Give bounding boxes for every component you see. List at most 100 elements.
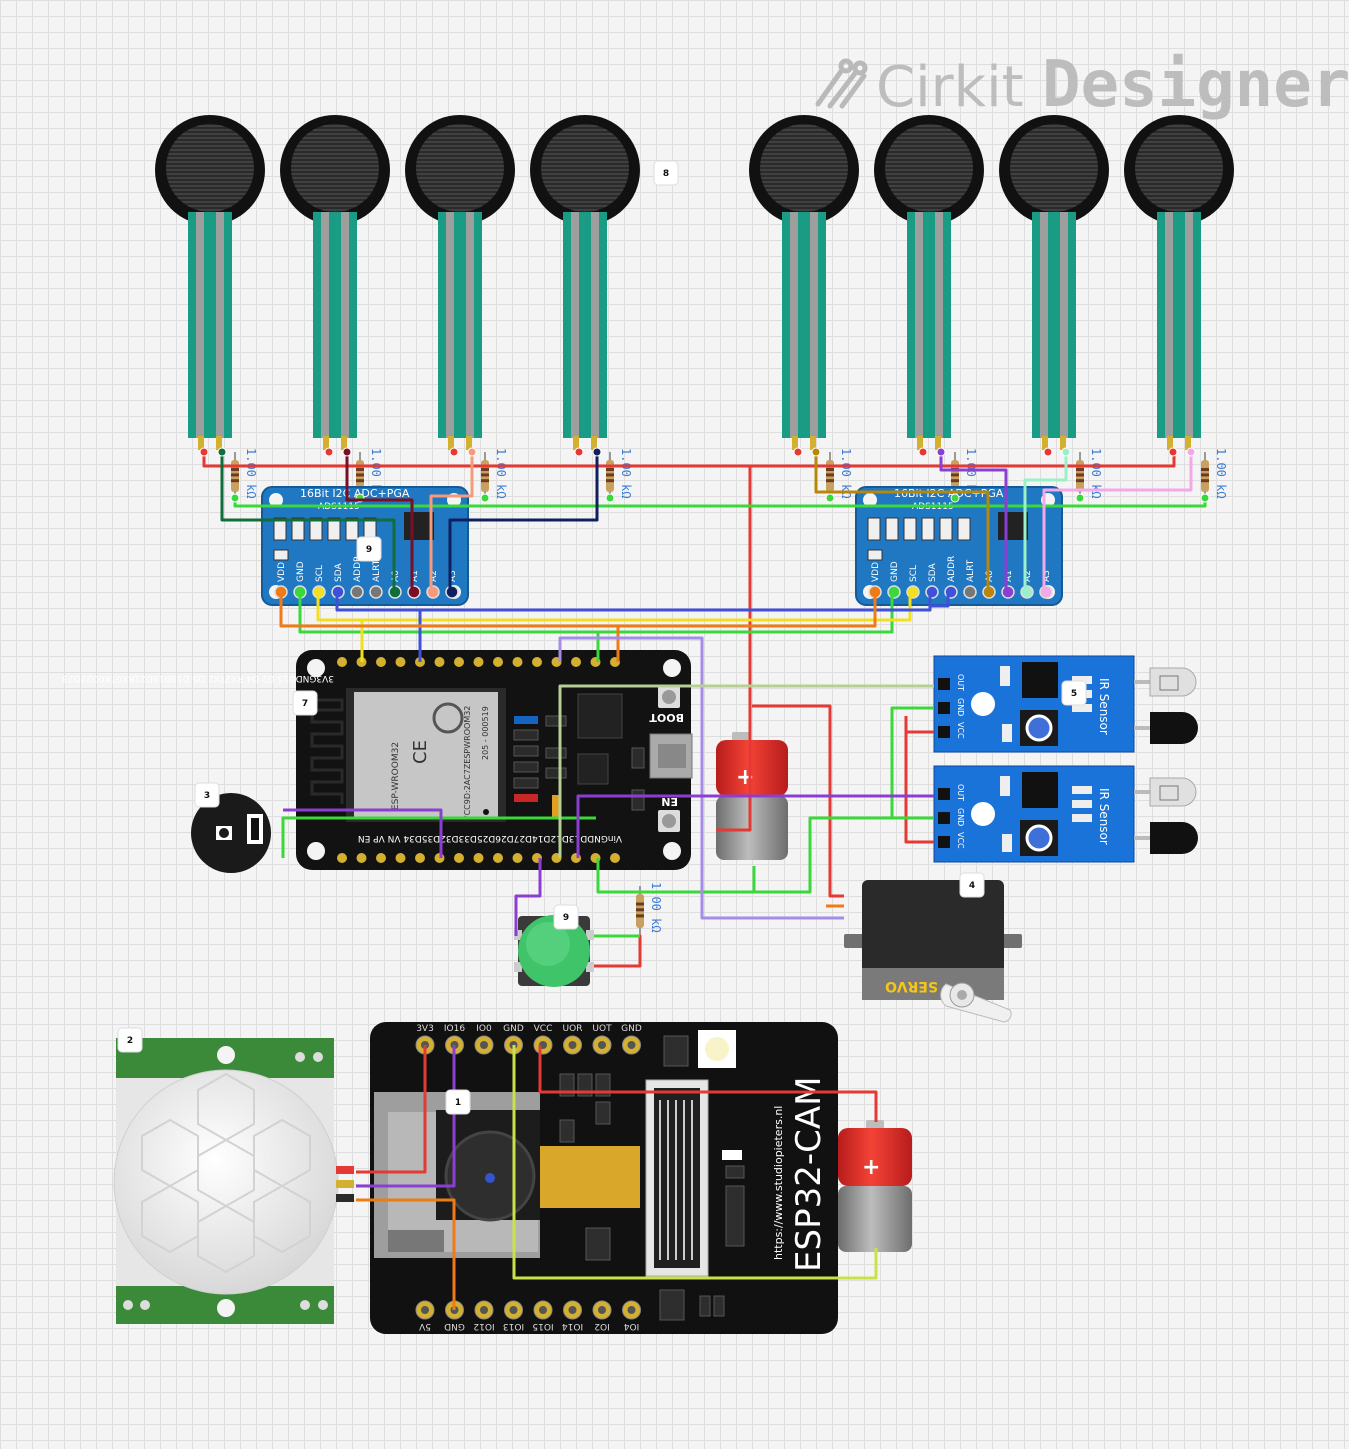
esp32-devkit[interactable]: 3V3GNDD15 D2 D4 RX2TX2 D5 D18D19D21RX0TX… bbox=[62, 650, 693, 870]
cam-pin-io12[interactable]: IO12 bbox=[473, 1300, 495, 1331]
cam-pin-uot[interactable]: UOT bbox=[592, 1024, 612, 1055]
esp32-bottom-pin[interactable] bbox=[454, 853, 464, 863]
wire-15 bbox=[281, 816, 596, 858]
force-sensor-1[interactable] bbox=[155, 115, 265, 450]
esp32-bottom-pin[interactable] bbox=[395, 853, 406, 863]
esp32-bottom-pin[interactable] bbox=[512, 853, 523, 863]
force-sensor-6[interactable] bbox=[874, 115, 984, 450]
cam-pin-gnd[interactable]: GND bbox=[621, 1024, 642, 1055]
cam-pin-label: IO15 bbox=[532, 1321, 553, 1331]
cam-pin-vcc[interactable]: VCC bbox=[533, 1024, 553, 1055]
wire-34 bbox=[558, 636, 844, 920]
cam-pin-5v[interactable]: 5V bbox=[415, 1300, 435, 1331]
cirkit-designer-logo: Cirkit Designer bbox=[815, 48, 1349, 122]
push-button[interactable] bbox=[514, 915, 594, 987]
component-badge: 4 bbox=[959, 872, 985, 898]
force-sensor-8[interactable] bbox=[1124, 115, 1234, 450]
pin-addr[interactable]: ADDR bbox=[350, 556, 364, 599]
esp32-top-pin[interactable] bbox=[493, 657, 503, 667]
resistor-1[interactable]: 1.00 kΩ bbox=[231, 448, 258, 500]
pin-alrt[interactable]: ALRT bbox=[369, 559, 383, 599]
pin-sda[interactable]: SDA bbox=[925, 563, 939, 599]
pin-label: A0 bbox=[985, 570, 995, 582]
badge-number: 4 bbox=[969, 881, 975, 891]
force-sensor-7[interactable] bbox=[999, 115, 1109, 450]
cam-pin-io15[interactable]: IO15 bbox=[532, 1300, 554, 1331]
esp32-top-pin[interactable] bbox=[454, 657, 464, 667]
resistor-7[interactable]: 1.00 kΩ bbox=[1076, 448, 1103, 500]
cam-pin-io4[interactable]: IO4 bbox=[622, 1300, 641, 1331]
en-button[interactable] bbox=[658, 810, 680, 832]
pin-gnd[interactable]: GND bbox=[887, 561, 901, 599]
pin-addr[interactable]: ADDR bbox=[944, 556, 958, 599]
ir-pin-vcc: VCC bbox=[956, 832, 965, 849]
wire-17 bbox=[512, 1045, 878, 1280]
boot-button[interactable] bbox=[658, 686, 680, 708]
esp32-bottom-pin[interactable] bbox=[337, 853, 347, 863]
cam-pin-uor[interactable]: UOR bbox=[563, 1024, 583, 1055]
esp32-bottom-pin[interactable] bbox=[493, 853, 503, 863]
esp32-top-pin[interactable] bbox=[337, 657, 347, 667]
cam-pin-label: UOT bbox=[592, 1024, 612, 1034]
wire-junction bbox=[1061, 447, 1071, 457]
ir-emitter-led bbox=[1149, 777, 1197, 807]
esp32-bottom-pin[interactable] bbox=[473, 853, 484, 863]
resistor-2[interactable]: 1.00 kΩ bbox=[356, 448, 383, 500]
esp32-top-pin[interactable] bbox=[473, 657, 484, 667]
esp32-top-pin[interactable] bbox=[434, 657, 445, 667]
resistor-3[interactable]: 1.00 kΩ bbox=[481, 448, 508, 500]
esp32-bottom-pin[interactable] bbox=[356, 853, 367, 863]
cam-pin-label: IO16 bbox=[444, 1024, 465, 1034]
buzzer[interactable] bbox=[191, 793, 271, 873]
wire-33 bbox=[1042, 452, 1193, 592]
cam-pin-io14[interactable]: IO14 bbox=[562, 1300, 583, 1331]
badge-number: 2 bbox=[127, 1036, 133, 1046]
wire-junction bbox=[449, 447, 459, 457]
resistor-5[interactable]: 1.00 kΩ bbox=[826, 448, 853, 500]
resistor-4[interactable]: 1.00 kΩ bbox=[606, 448, 633, 500]
esp32-top-pin[interactable] bbox=[376, 657, 386, 667]
resistor-6[interactable]: 1.00 kΩ bbox=[951, 448, 978, 500]
servo-motor[interactable]: SERVO bbox=[844, 880, 1022, 1023]
cam-pin-io2[interactable]: IO2 bbox=[592, 1300, 612, 1331]
wire-12 bbox=[596, 706, 934, 894]
pin-label: A1 bbox=[1004, 570, 1014, 582]
ir-sensor-label: IR Sensor bbox=[1097, 788, 1111, 845]
pir-motion-sensor[interactable] bbox=[113, 1038, 354, 1324]
force-sensor-5[interactable] bbox=[749, 115, 859, 450]
esp32-top-pin[interactable] bbox=[395, 657, 406, 667]
cam-pin-label: GND bbox=[503, 1024, 524, 1034]
esp32-bottom-pin[interactable] bbox=[610, 853, 620, 863]
wire-23 bbox=[279, 592, 877, 628]
force-sensor-4[interactable] bbox=[530, 115, 640, 450]
cam-pin-io13[interactable]: IO13 bbox=[503, 1300, 524, 1331]
cam-title: ESP32-CAM bbox=[789, 1077, 829, 1272]
esp32-bottom-pin[interactable] bbox=[376, 853, 386, 863]
wire-junction bbox=[1075, 493, 1085, 503]
esp32-top-pin-labels: 3V3GNDD15 D2 D4 RX2TX2 D5 D18D19D21RX0TX… bbox=[62, 673, 334, 683]
wire-junction bbox=[217, 447, 227, 457]
esp32-top-pin[interactable] bbox=[571, 657, 581, 667]
esp32-top-pin[interactable] bbox=[512, 657, 523, 667]
ir-pin-gnd: GND bbox=[956, 698, 965, 716]
pin-label: A3 bbox=[448, 570, 458, 582]
wire-junction bbox=[605, 493, 615, 503]
pin-alrt[interactable]: ALRT bbox=[963, 559, 977, 599]
resistor-value-label: 1.00 kΩ bbox=[369, 448, 383, 499]
esp32-top-pin[interactable] bbox=[532, 657, 542, 667]
battery-plus-icon: + bbox=[736, 765, 754, 790]
force-sensor-3[interactable] bbox=[405, 115, 515, 450]
force-sensor-2[interactable] bbox=[280, 115, 390, 450]
esp32-bottom-pin[interactable] bbox=[415, 853, 425, 863]
badge-number: 7 bbox=[302, 699, 308, 709]
resistor-9[interactable]: 1.00 kΩ bbox=[636, 882, 663, 936]
resistor-8[interactable]: 1.00 kΩ bbox=[1201, 448, 1228, 500]
wire-27 bbox=[345, 452, 414, 592]
cam-pin-label: IO4 bbox=[623, 1321, 639, 1331]
cam-pin-io0[interactable]: IO0 bbox=[474, 1024, 494, 1055]
pin-label: A2 bbox=[1023, 570, 1033, 582]
ir-pin-out: OUT bbox=[956, 674, 965, 691]
